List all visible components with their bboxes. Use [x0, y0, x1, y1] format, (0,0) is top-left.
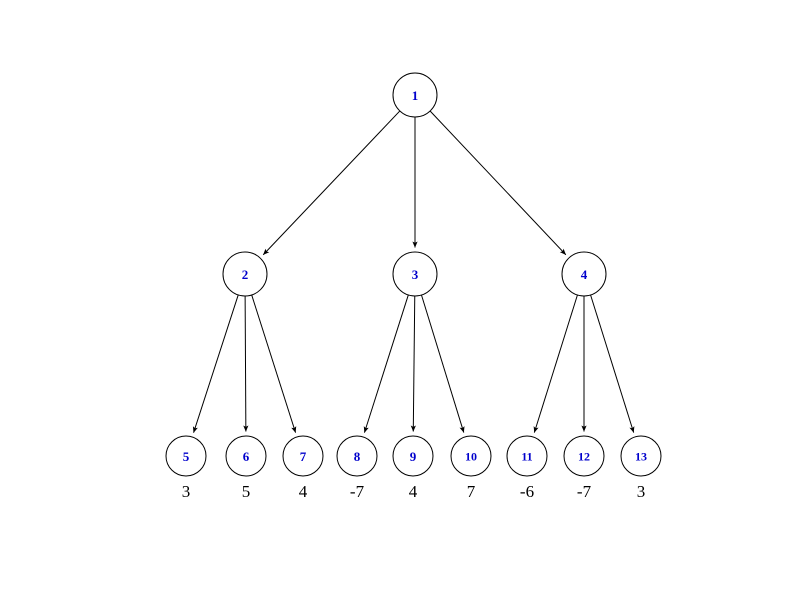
node-circle-8[interactable]	[336, 435, 378, 477]
node-label-1: 1	[412, 88, 419, 103]
edge-2-to-5	[192, 294, 239, 433]
node-circle-1[interactable]	[392, 72, 438, 118]
edge-4-to-13	[590, 294, 635, 433]
edge-2-to-7	[251, 294, 297, 433]
node-circle-2[interactable]	[222, 251, 268, 297]
node-3[interactable]: 3	[392, 251, 438, 297]
node-label-9: 9	[410, 449, 417, 464]
node-12[interactable]: 12	[563, 435, 605, 477]
node-label-7: 7	[300, 449, 307, 464]
node-1[interactable]: 1	[392, 72, 438, 118]
edge-1-to-4	[429, 110, 567, 256]
node-4[interactable]: 4	[561, 251, 607, 297]
leaf-value-n7: 4	[299, 482, 308, 501]
node-circle-11[interactable]	[506, 435, 548, 477]
edge-1-to-2	[262, 110, 401, 256]
node-circle-3[interactable]	[392, 251, 438, 297]
node-10[interactable]: 10	[450, 435, 492, 477]
node-label-12: 12	[578, 450, 590, 464]
node-label-13: 13	[635, 450, 647, 464]
edges-layer	[192, 110, 635, 433]
node-5[interactable]: 5	[165, 435, 207, 477]
node-7[interactable]: 7	[282, 435, 324, 477]
node-2[interactable]: 2	[222, 251, 268, 297]
node-13[interactable]: 13	[620, 435, 662, 477]
node-label-10: 10	[465, 450, 477, 464]
leaf-value-n11: -6	[520, 482, 534, 501]
node-label-5: 5	[183, 449, 190, 464]
node-circle-7[interactable]	[282, 435, 324, 477]
edge-3-to-10	[420, 294, 465, 433]
edge-4-to-11	[533, 294, 578, 433]
leaf-value-n10: 7	[467, 482, 476, 501]
leaf-value-n12: -7	[577, 482, 592, 501]
leaf-value-n6: 5	[242, 482, 251, 501]
node-label-2: 2	[242, 267, 249, 282]
node-circle-4[interactable]	[561, 251, 607, 297]
node-circle-12[interactable]	[563, 435, 605, 477]
node-11[interactable]: 11	[506, 435, 548, 477]
node-9[interactable]: 9	[392, 435, 434, 477]
node-6[interactable]: 6	[225, 435, 267, 477]
node-circle-10[interactable]	[450, 435, 492, 477]
node-circle-13[interactable]	[620, 435, 662, 477]
node-label-6: 6	[243, 449, 250, 464]
leaf-value-n5: 3	[182, 482, 191, 501]
edge-3-to-8	[363, 294, 409, 433]
edge-3-to-9	[410, 295, 416, 432]
node-label-3: 3	[412, 267, 419, 282]
node-8[interactable]: 8	[336, 435, 378, 477]
edge-2-to-6	[243, 295, 249, 432]
node-label-8: 8	[354, 449, 361, 464]
leaf-value-n8: -7	[350, 482, 365, 501]
node-circle-5[interactable]	[165, 435, 207, 477]
node-circle-9[interactable]	[392, 435, 434, 477]
node-label-4: 4	[581, 267, 588, 282]
node-circle-6[interactable]	[225, 435, 267, 477]
leaf-value-n13: 3	[637, 482, 646, 501]
leaf-value-n9: 4	[409, 482, 418, 501]
leaf-values-layer: 3 5 4 -7 4 7 -6 -7 3	[182, 482, 646, 501]
node-label-11: 11	[521, 450, 532, 464]
